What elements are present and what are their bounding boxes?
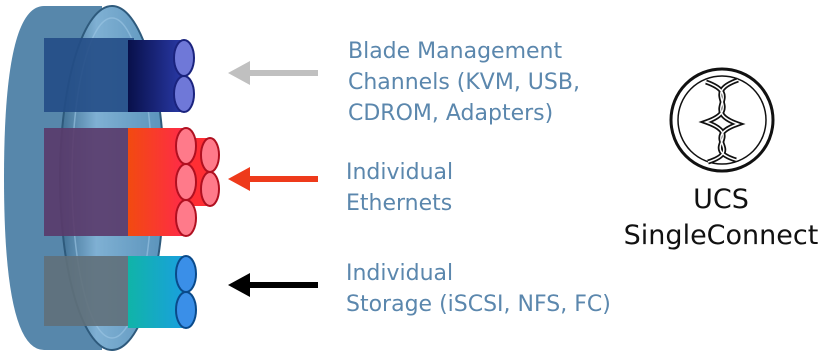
- management-conduit: [44, 38, 134, 112]
- logo-subtitle: SingleConnect: [623, 220, 819, 251]
- storage-label-line-1: Individual: [346, 261, 454, 286]
- management-arrow: [228, 61, 318, 85]
- ucs-logo-text: UCS SingleConnect: [608, 182, 834, 254]
- management-cables: [128, 39, 195, 113]
- double-helix-circle-icon: [669, 67, 775, 173]
- storage-arrow: [228, 273, 318, 297]
- ethernet-arrow: [228, 167, 318, 191]
- management-label-line-2: Channels (KVM, USB,: [348, 70, 580, 95]
- management-channels-label: Blade Management Channels (KVM, USB, CDR…: [348, 36, 580, 129]
- management-label-line-3: CDROM, Adapters): [348, 101, 554, 126]
- ethernets-label: Individual Ethernets: [346, 157, 453, 219]
- storage-label: Individual Storage (iSCSI, NFS, FC): [346, 258, 611, 320]
- storage-cables: [128, 255, 197, 329]
- ethernet-conduit: [44, 128, 134, 236]
- ethernet-label-line-1: Individual: [346, 160, 454, 185]
- ethernet-label-line-2: Ethernets: [346, 191, 453, 216]
- storage-label-line-2: Storage (iSCSI, NFS, FC): [346, 292, 611, 317]
- ethernet-cables: [128, 127, 220, 237]
- logo-title: UCS: [693, 184, 749, 215]
- storage-conduit: [44, 256, 134, 326]
- management-label-line-1: Blade Management: [348, 39, 563, 64]
